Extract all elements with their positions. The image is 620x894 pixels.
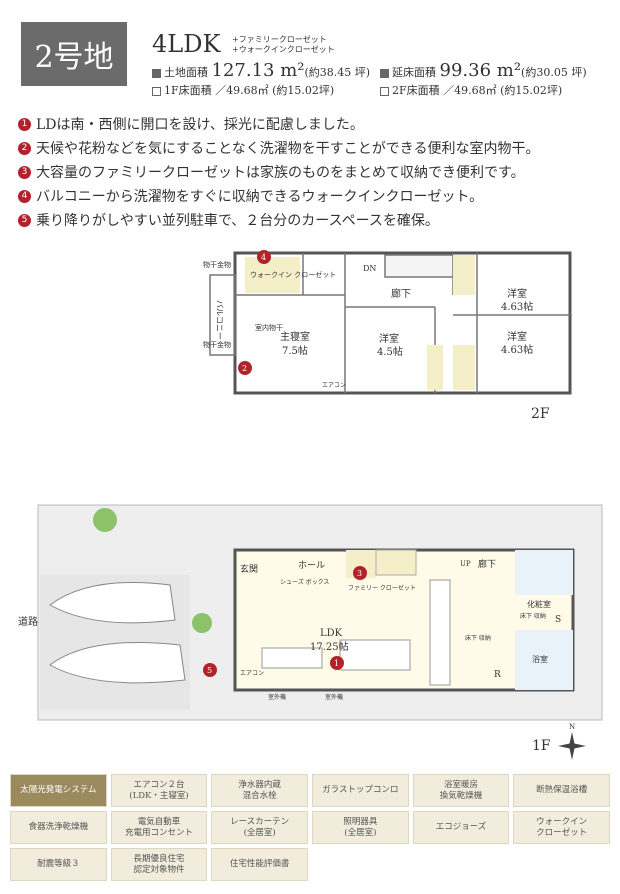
layout-type: 4LDK (152, 30, 221, 58)
room-size: 4.63帖 (501, 343, 533, 356)
hanger-label: 物干金物 (203, 340, 231, 349)
entrance-label: 玄関 (240, 563, 258, 575)
room-name: LDK (320, 628, 343, 639)
svg-text:2: 2 (242, 364, 247, 373)
land-area: 土地面積 127.13 m²(約38.45 坪) (152, 60, 370, 81)
feature-item: 2 天候や花粉などを気にすることなく洗濯物を干すことができる便利な室内物干。 (18, 138, 539, 158)
room-size: 17.25帖 (310, 640, 349, 653)
corridor-label: 廊下 (478, 558, 496, 570)
marker-1 (330, 656, 344, 670)
feature-number: 3 (18, 165, 31, 179)
feature-text: バルコニーから洗濯物をすぐに収納できるウォークインクローゼット。 (36, 189, 484, 205)
marker-2 (238, 361, 252, 375)
feature-item: 4 バルコニーから洗濯物をすぐに収納できるウォークインクローゼット。 (18, 186, 483, 206)
svg-text:3: 3 (357, 569, 362, 578)
bath-label: 浴室 (532, 654, 548, 664)
washroom-label: 化粧室 (527, 599, 551, 609)
feature-text: 大容量のファミリークローゼットは家族のものをまとめて収納でき便利です。 (36, 165, 525, 181)
marker-3 (353, 566, 367, 580)
balcony-label: バルコニー (215, 300, 224, 340)
hanger-label: 物干金物 (203, 260, 231, 269)
feature-number: 4 (18, 189, 31, 203)
f2-area: 2F床面積 ／49.68㎡ (約15.02坪) (380, 82, 562, 98)
equipment-item: 長期優良住宅 認定対象物件 (110, 848, 208, 881)
room-name: 洋室 (379, 332, 399, 345)
tree-icon (93, 508, 117, 532)
floor-plan-2f: 4 2 物干金物 物干金物 バルコニー ウォークイン クローゼット 主寝室 7.… (203, 250, 572, 422)
feature-number: 5 (18, 213, 31, 227)
option: +ウォークインクローゼット (232, 45, 335, 54)
shoe-box-label: シューズ ボックス (280, 578, 329, 586)
family-closet-label: ファミリー クローゼット (348, 584, 416, 592)
equipment-item: 電気自動車 充電用コンセント (110, 811, 208, 844)
equipment-item: 食器洗浄乾燥機 (10, 811, 107, 844)
aircon-label: エアコン (240, 670, 264, 677)
car-icon (49, 642, 186, 684)
balcony (209, 274, 236, 356)
s-label: S (555, 615, 561, 625)
equipment-item: 太陽光発電システム (10, 774, 107, 807)
equipment-item: エコジョーズ (412, 811, 510, 844)
equipment-item: 浴室暖房 換気乾燥機 (412, 774, 510, 807)
equipment-item: 耐震等級３ (10, 848, 107, 881)
hall-label: ホール (298, 560, 325, 571)
equipment-item: ガラストップコンロ (311, 774, 409, 807)
equipment-item: 照明器具 (全居室) (311, 811, 409, 844)
f1-area: 1F床面積 ／49.68㎡ (約15.02坪) (152, 82, 334, 98)
layout-options: +ファミリークローゼット +ウォークインクローゼット (232, 35, 335, 55)
floor-label: 2F (531, 406, 550, 422)
svg-text:N: N (569, 723, 575, 731)
outdoor-unit-label: 室外機 (268, 693, 286, 701)
room-size: 4.63帖 (501, 300, 533, 313)
feature-text: LDは南・西側に開口を設け、採光に配慮しました。 (36, 117, 364, 133)
car-icon (49, 582, 176, 624)
road-label: 道路 (18, 615, 38, 628)
option: +ファミリークローゼット (232, 35, 327, 44)
outdoor-unit-label: 室外機 (325, 693, 343, 701)
storage-label: 床下 収納 (520, 612, 546, 620)
equipment-item: 住宅性能評価書 (211, 848, 308, 881)
feature-item: 3 大容量のファミリークローゼットは家族のものをまとめて収納でき便利です。 (18, 162, 525, 182)
equipment-item: ウォークイン クローゼット (513, 811, 610, 844)
feature-item: 5 乗り降りがしやすい並列駐車で、２台分のカースペースを確保。 (18, 210, 439, 230)
marker-4 (257, 250, 271, 264)
stairs-down: DN (363, 264, 376, 273)
feature-item: 1 LDは南・西側に開口を設け、採光に配慮しました。 (18, 114, 364, 134)
equipment-grid: 太陽光発電システムエアコン２台 (LDK・主寝室)浄水器内蔵 混合水栓ガラストッ… (10, 774, 610, 881)
feature-number: 1 (18, 117, 31, 131)
room-name: 洋室 (507, 287, 527, 300)
r-label: R (494, 670, 501, 680)
svg-text:5: 5 (207, 666, 212, 675)
svg-text:4: 4 (261, 253, 266, 262)
floor-area: 延床面積 99.36 m²(約30.05 坪) (380, 60, 587, 81)
wic-label: ウォークイン クローゼット (250, 270, 336, 279)
svg-text:1: 1 (334, 659, 339, 668)
aircon-label: エアコン (322, 382, 346, 389)
tree-icon (192, 613, 212, 633)
equipment-item: レースカーテン (全居室) (211, 811, 308, 844)
hall-label: 廊下 (391, 287, 411, 300)
feature-number: 2 (18, 141, 31, 155)
feature-text: 乗り降りがしやすい並列駐車で、２台分のカースペースを確保。 (36, 213, 439, 229)
room-name: 主寝室 (280, 330, 310, 343)
lot-number: 2号地 (21, 22, 127, 86)
floor-plan-1f: 3 1 5 道路 玄関 ホール シューズ ボックス ファミリー クローゼット U… (18, 504, 603, 760)
feature-text: 天候や花粉などを気にすることなく洗濯物を干すことができる便利な室内物干。 (36, 141, 540, 157)
room-size: 4.5帖 (377, 345, 403, 358)
marker-5 (203, 663, 217, 677)
room-size: 7.5帖 (282, 344, 308, 357)
indoor-hanger-label: 室内物干 (255, 323, 283, 332)
compass-icon: N (558, 723, 586, 760)
equipment-item: エアコン２台 (LDK・主寝室) (110, 774, 208, 807)
floor-label: 1F (532, 738, 551, 754)
storage-label: 床下 収納 (465, 634, 491, 642)
room-name: 洋室 (507, 330, 527, 343)
equipment-item: 断熱保温浴槽 (513, 774, 610, 807)
stairs-up: UP (460, 560, 471, 568)
equipment-item: 浄水器内蔵 混合水栓 (211, 774, 308, 807)
